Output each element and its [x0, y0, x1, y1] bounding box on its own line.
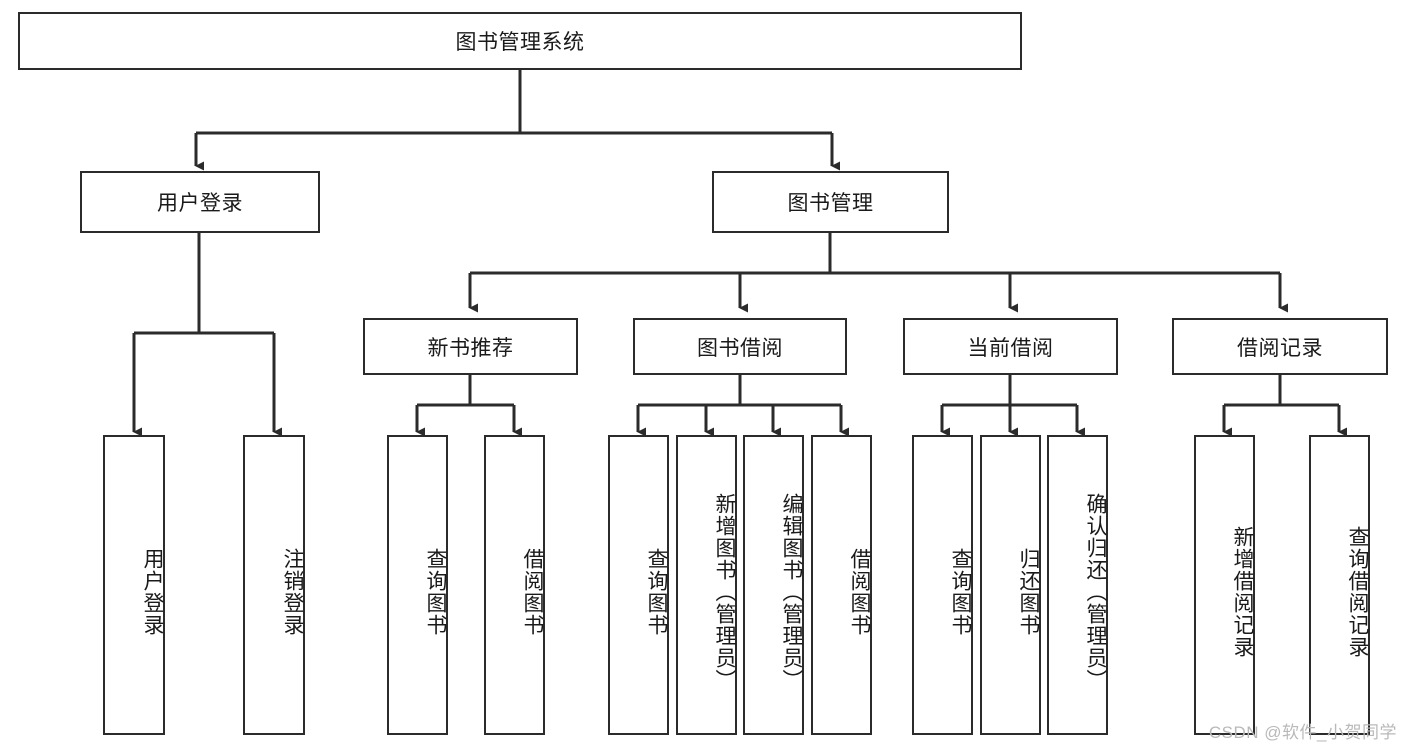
- leaf-add-record[interactable]: 新增借阅记录: [1194, 435, 1255, 735]
- node-new-book-recommend[interactable]: 新书推荐: [363, 318, 578, 375]
- leaf-query-book-2-label: 查询图书: [645, 548, 668, 636]
- leaf-add-book[interactable]: 新增图书（管理员）: [676, 435, 737, 735]
- leaf-query-book-1[interactable]: 查询图书: [387, 435, 448, 735]
- leaf-logout-login[interactable]: 注销登录: [243, 435, 305, 735]
- leaf-add-book-label: 新增图书（管理员）: [713, 493, 736, 691]
- node-book-manage-label: 图书管理: [787, 192, 874, 215]
- node-book-borrow-label: 图书借阅: [697, 336, 783, 360]
- leaf-borrow-book-1-label: 借阅图书: [521, 548, 544, 636]
- node-book-manage[interactable]: 图书管理: [712, 171, 949, 233]
- node-book-borrow[interactable]: 图书借阅: [633, 318, 847, 375]
- leaf-add-record-label: 新增借阅记录: [1231, 526, 1254, 658]
- leaf-query-record[interactable]: 查询借阅记录: [1309, 435, 1370, 735]
- leaf-confirm-return-label: 确认归还（管理员）: [1084, 493, 1107, 691]
- node-user-login[interactable]: 用户登录: [80, 171, 320, 233]
- leaf-confirm-return[interactable]: 确认归还（管理员）: [1047, 435, 1108, 735]
- leaf-borrow-book-2-label: 借阅图书: [848, 548, 871, 636]
- leaf-query-record-label: 查询借阅记录: [1346, 526, 1369, 658]
- node-current-borrow-label: 当前借阅: [967, 336, 1054, 360]
- leaf-user-login-label: 用户登录: [141, 548, 164, 636]
- leaf-query-book-2[interactable]: 查询图书: [608, 435, 669, 735]
- node-current-borrow[interactable]: 当前借阅: [903, 318, 1118, 375]
- node-borrow-record[interactable]: 借阅记录: [1172, 318, 1388, 375]
- node-user-login-label: 用户登录: [157, 192, 243, 215]
- leaf-user-login[interactable]: 用户登录: [103, 435, 165, 735]
- node-new-book-recommend-label: 新书推荐: [427, 336, 514, 360]
- node-borrow-record-label: 借阅记录: [1237, 336, 1323, 360]
- leaf-edit-book[interactable]: 编辑图书（管理员）: [743, 435, 804, 735]
- leaf-return-book[interactable]: 归还图书: [980, 435, 1041, 735]
- leaf-query-book-3[interactable]: 查询图书: [912, 435, 973, 735]
- node-root-label: 图书管理系统: [455, 31, 585, 54]
- leaf-query-book-1-label: 查询图书: [424, 548, 447, 636]
- leaf-logout-login-label: 注销登录: [281, 548, 304, 636]
- leaf-query-book-3-label: 查询图书: [949, 548, 972, 636]
- leaf-borrow-book-1[interactable]: 借阅图书: [484, 435, 545, 735]
- leaf-edit-book-label: 编辑图书（管理员）: [780, 493, 803, 691]
- node-root[interactable]: 图书管理系统: [18, 12, 1022, 70]
- leaf-return-book-label: 归还图书: [1017, 548, 1040, 636]
- leaf-borrow-book-2[interactable]: 借阅图书: [811, 435, 872, 735]
